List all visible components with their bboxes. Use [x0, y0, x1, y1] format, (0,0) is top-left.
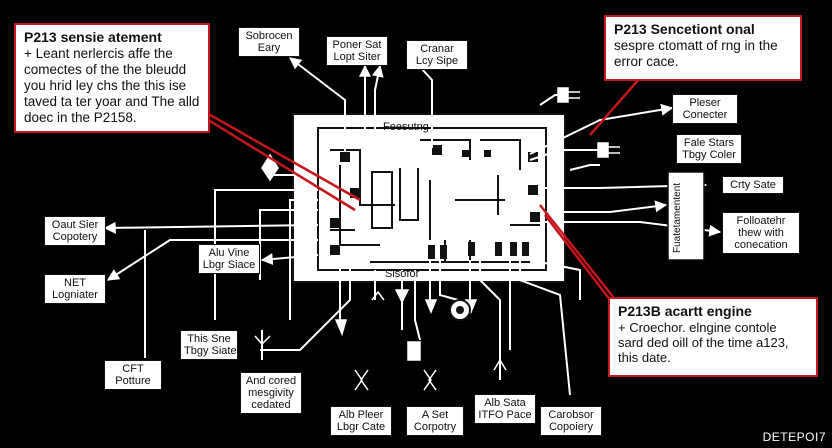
component-alu-vine: Alu Vine Lbgr Siace [198, 244, 260, 274]
callout-line: + Croechor. elngine contole [618, 320, 777, 335]
callout-line: sespre ctomatt of rng in the [614, 38, 778, 53]
callout-line: + Leant nerlercis affe the [24, 46, 173, 61]
callout-line: sard ded oill of the time a123, [618, 335, 789, 350]
callout-line: doec in the P2158. [24, 110, 137, 125]
component-poner-sat: Poner Sat Lopt Siter [326, 36, 388, 66]
callout-title: P213B acartt engine [618, 303, 752, 319]
ecu-bottom-label: Sisofor [385, 268, 420, 280]
component-crty-sate: Crty Sate [722, 176, 784, 194]
ecu-label: Feesutng [383, 121, 429, 133]
component-folloatehr: Folloatehr thew with conecation [722, 212, 800, 254]
callout-line: you hrid ley chs the this ise [24, 78, 187, 93]
component-cft-potture: CFT Potture [104, 360, 162, 390]
callout-line: taved ta ter yoar and The alld [24, 94, 200, 109]
component-fale-stars: Fale Stars Tbgy Coler [676, 134, 742, 164]
callout-line: this date. [618, 350, 671, 365]
ecu-pins [330, 145, 540, 259]
callout-pointers [204, 77, 641, 306]
module-block [667, 171, 705, 261]
sensor-symbols [254, 87, 620, 391]
component-sobrocen-eary: Sobrocen Eary [238, 27, 300, 57]
component-alb-sata: Alb Sata ITFO Pace [474, 394, 536, 424]
component-pleser-conecter: Pleser Conecter [672, 94, 738, 124]
callout-line: comectes of the the bleudd [24, 62, 187, 77]
component-alb-pleer: Alb Pleer Lbgr Cate [330, 406, 392, 436]
module-label: Fuatetamentent [672, 182, 683, 254]
component-a-set: A Set Corpotry [406, 406, 464, 436]
callout-title: P213 sensie atement [24, 29, 162, 45]
callout-top-right: P213 Sencetiont onal sespre ctomatt of r… [604, 15, 802, 81]
ecu-internal-traces [330, 139, 540, 263]
callout-bottom-right: P213B acartt engine + Croechor. elngine … [608, 297, 818, 377]
component-carobsor: Carobsor Copoiery [540, 406, 602, 436]
component-cranar: Cranar Lcy Sipe [406, 40, 468, 70]
callout-title: P213 Sencetiont onal [614, 21, 755, 37]
callout-line: error cace. [614, 54, 679, 69]
callout-top-left: P213 sensie atement + Leant nerlercis af… [14, 23, 210, 133]
component-oaut-sier: Oaut Sier Copotery [44, 216, 106, 246]
component-net-logniater: NET Logniater [44, 274, 106, 304]
component-and-cored: And cored mesgivity cedated [240, 372, 302, 414]
component-this-sne: This Sne Tbgy Siate [180, 330, 238, 360]
watermark: DETEPOI7 [762, 430, 826, 444]
